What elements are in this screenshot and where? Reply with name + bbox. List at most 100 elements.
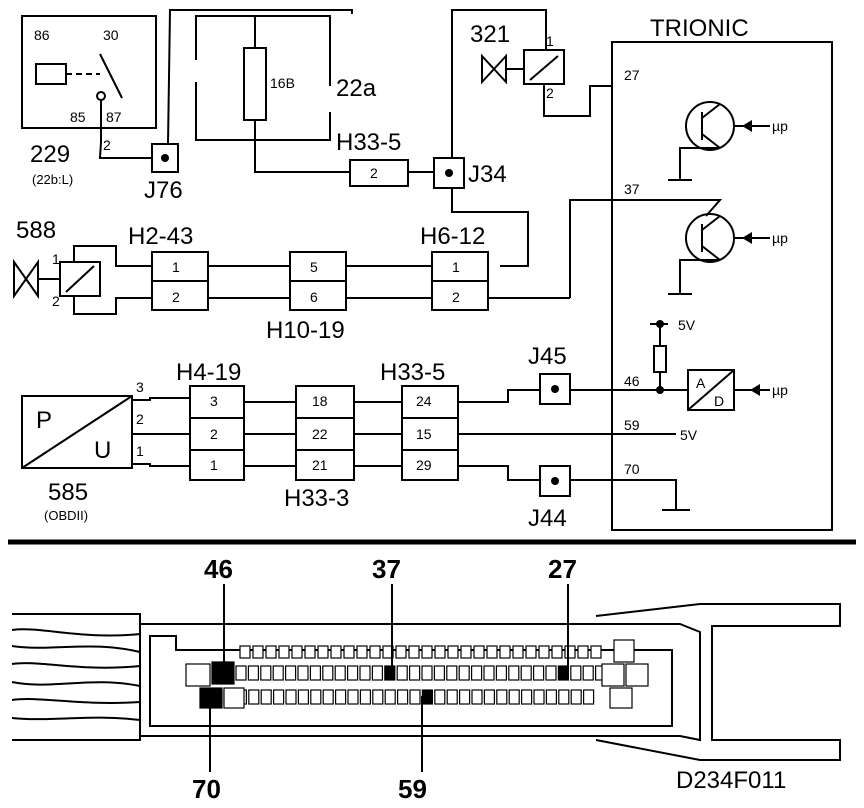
pin-cavity	[248, 689, 260, 705]
pin-cavity	[483, 689, 495, 705]
pin-cavity	[334, 665, 346, 681]
pin-cavity	[408, 645, 420, 659]
pin-cavity	[409, 665, 421, 681]
pin-cavity	[285, 689, 297, 705]
pin-cavity	[317, 645, 329, 659]
pin-cavity	[582, 665, 594, 681]
pin-cavity	[545, 665, 557, 681]
pin-cavity	[297, 665, 309, 681]
pin-cavity	[520, 689, 533, 705]
pin-cavity	[297, 689, 309, 705]
pin-cavity	[310, 689, 322, 705]
valve-321-label: 321	[470, 21, 510, 48]
valve-321: 321 1 2	[470, 21, 565, 101]
pin-cavity-large	[601, 663, 625, 687]
pin-cavity-large	[609, 687, 633, 709]
pin-cavity-large	[613, 639, 635, 663]
relay-229-sublabel: (22b:L)	[32, 172, 73, 187]
ecu-pin-37: 37	[624, 181, 640, 197]
up-label-3: µp	[772, 382, 788, 398]
ad-converter: 5V A D µp	[650, 317, 788, 411]
callout-27: 27	[548, 554, 577, 676]
connector-h10-19: 5 6 H10-19	[266, 251, 347, 344]
h4-19-pin-3: 3	[210, 393, 218, 409]
junction-j44: J44	[528, 465, 571, 532]
relay-229-label: 229	[30, 141, 70, 168]
fuse-value: 16B	[270, 75, 295, 91]
pin-cavity	[496, 689, 508, 705]
pin-cavity	[304, 645, 316, 659]
pin-cavity	[397, 689, 409, 705]
pin-cavity	[434, 689, 446, 705]
j45-label: J45	[528, 343, 567, 370]
pin-cavity	[395, 645, 407, 659]
pin-cavity	[265, 645, 277, 659]
sensor-pin-3: 3	[136, 379, 144, 395]
h6-12-pin-2: 2	[452, 289, 460, 305]
pin-cavity	[564, 645, 576, 659]
pin-cavity	[538, 645, 550, 659]
h33-5-bottom-label: H33-5	[380, 359, 445, 386]
pin-cavity	[359, 665, 371, 681]
pin-cavity	[260, 665, 272, 681]
connector-h33-5-top: H33-5 2	[336, 129, 409, 187]
fuse-22a-label: 22a	[336, 75, 377, 102]
connector-h2-43: H2-43 1 2	[128, 223, 209, 311]
pin-cavity	[471, 689, 483, 705]
wire-h335-j45	[458, 389, 540, 403]
pin-cavity	[371, 665, 383, 681]
pin-cavity	[409, 689, 421, 705]
pin-cavity	[330, 645, 342, 659]
pin-cavity	[525, 645, 537, 659]
pin-cavity	[372, 689, 384, 705]
wire-j76-up	[167, 9, 353, 145]
svg-text:70: 70	[192, 774, 221, 804]
ecu-pin-59: 59	[624, 417, 640, 433]
h33-3-label: H33-3	[284, 485, 349, 512]
h33-5-pin-29: 29	[416, 457, 432, 473]
callout-46: 46	[204, 554, 233, 668]
svg-text:46: 46	[204, 554, 233, 584]
h33-3-pin-21: 21	[312, 457, 328, 473]
callout-37: 37	[372, 554, 401, 676]
pin-cavity	[322, 689, 334, 705]
j34-label: J34	[468, 161, 507, 188]
h2-43-pin-2: 2	[172, 289, 180, 305]
h33-5-top-pin: 2	[370, 165, 378, 181]
pin-cavity	[508, 689, 520, 705]
junction-j76: J76	[144, 143, 183, 204]
pin-cavity	[335, 689, 347, 705]
pin-cavity	[421, 645, 433, 659]
relay-pin-30: 30	[103, 27, 119, 43]
pin-cavity	[532, 665, 545, 681]
pin-cavity-used	[557, 665, 570, 681]
pin-cavity	[570, 665, 582, 681]
ad-a: A	[696, 375, 706, 391]
h33-3-pin-22: 22	[312, 426, 328, 442]
relay-switch	[99, 53, 123, 99]
pin-cavity	[459, 689, 471, 705]
pin-cavity	[558, 689, 570, 705]
wire-585-3	[132, 397, 190, 401]
relay-coil	[35, 63, 67, 85]
pin-cavity	[384, 689, 396, 705]
transistor-37: µp	[668, 213, 788, 295]
h4-19-pin-2: 2	[210, 426, 218, 442]
connector-h33-3: 18 22 21 H33-3	[284, 385, 355, 512]
pin-cavity	[495, 665, 507, 681]
svg-text:37: 37	[372, 554, 401, 584]
pin-cavity	[369, 645, 381, 659]
h2-43-label: H2-43	[128, 223, 193, 250]
pin-cavity	[235, 665, 247, 681]
h33-5-top-label: H33-5	[336, 129, 401, 156]
valve-588-pin-1: 1	[52, 251, 60, 267]
wire-588-2	[73, 296, 152, 315]
sensor-p: P	[36, 407, 52, 434]
ecu-pin-27: 27	[624, 67, 640, 83]
wire-j34-321	[451, 9, 547, 158]
h10-19-label: H10-19	[266, 317, 345, 344]
callout-59: 59	[398, 696, 427, 804]
wire-ecu37	[569, 199, 723, 298]
h33-3-pin-18: 18	[312, 393, 328, 409]
sensor-585-label: 585	[48, 479, 88, 506]
